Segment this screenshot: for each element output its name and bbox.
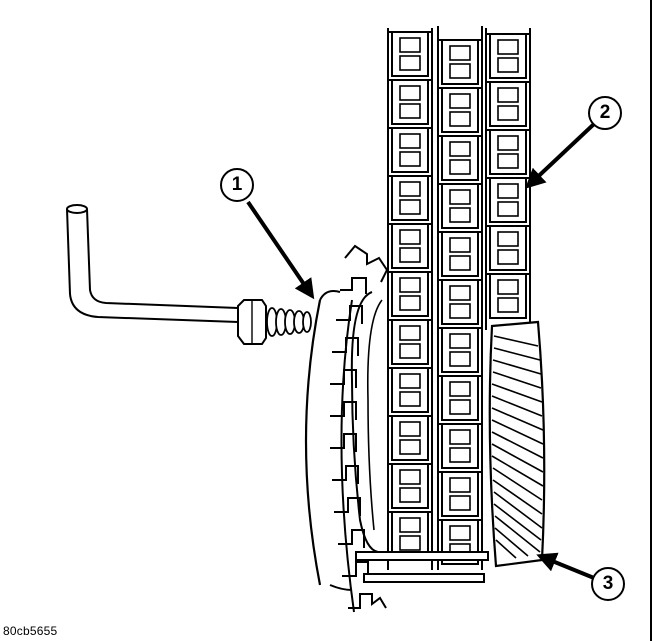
leader-arrows [246, 122, 596, 580]
callout-1: 1 [220, 168, 254, 202]
figure-id-label: 80cb5655 [3, 624, 58, 638]
chain-strand-1 [387, 28, 433, 570]
helical-gear [488, 320, 546, 568]
callout-3: 3 [591, 567, 625, 601]
callout-2: 2 [588, 96, 622, 130]
chain-strand-3 [485, 28, 531, 330]
sprocket [303, 244, 489, 613]
frame-border [650, 0, 652, 641]
chain-strand-2 [437, 26, 483, 570]
hex-wrench-icon [66, 204, 312, 345]
